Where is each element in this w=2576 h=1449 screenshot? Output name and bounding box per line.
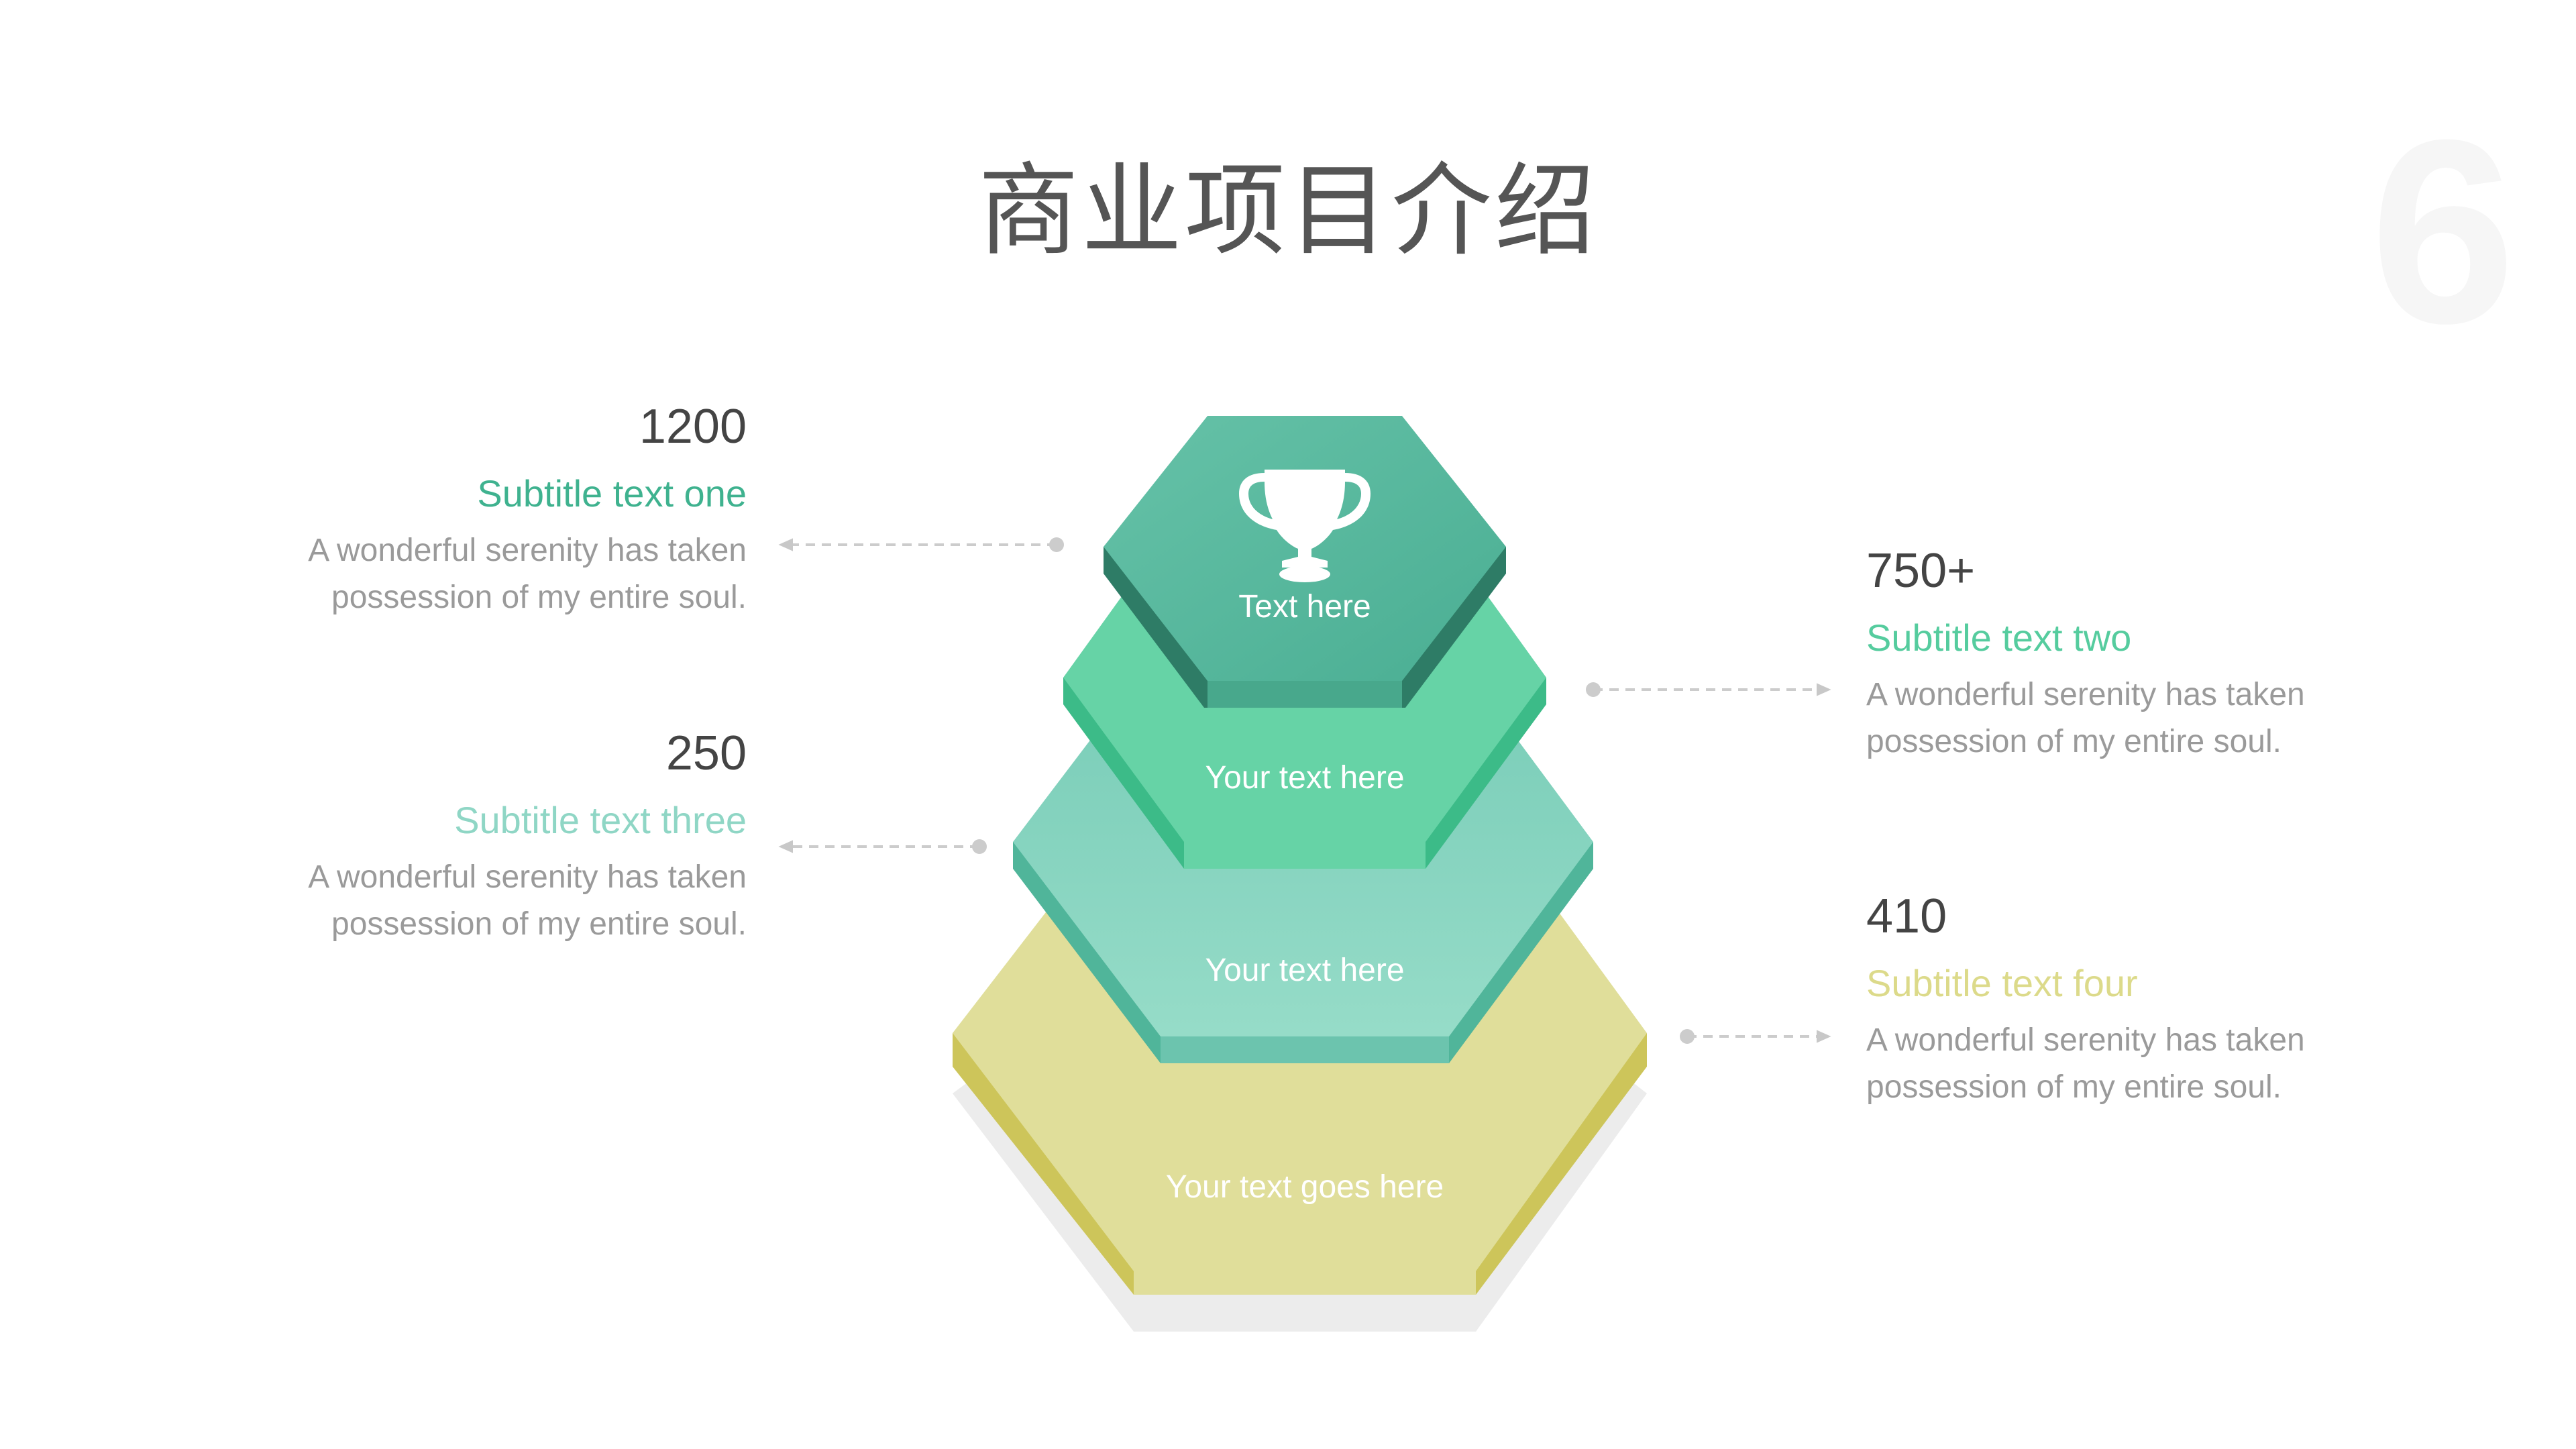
info-subtitle: Subtitle text one: [477, 472, 747, 515]
tier4-front: [1134, 1271, 1476, 1295]
tier3-front: [1161, 1036, 1449, 1063]
info-description-line: possession of my entire soul.: [1866, 724, 2282, 759]
info-number: 1200: [639, 400, 747, 453]
info-description-line: A wonderful serenity has taken: [308, 859, 747, 895]
tier1-label: Text here: [1238, 589, 1371, 625]
info-subtitle: Subtitle text four: [1866, 962, 2138, 1004]
info-description: A wonderful serenity has taken possessio…: [1866, 1017, 2470, 1111]
connector-one: [778, 537, 1064, 552]
info-number: 410: [1866, 890, 1947, 943]
info-number: 250: [665, 727, 747, 780]
page-number: 6: [2370, 85, 2516, 378]
info-description-line: possession of my entire soul.: [331, 580, 747, 615]
tier3-label: Your text here: [1205, 953, 1404, 988]
info-block-four: 410 Subtitle text four A wonderful seren…: [1866, 892, 2470, 1111]
info-description-line: A wonderful serenity has taken: [308, 533, 747, 568]
connector-four: [1680, 1029, 1831, 1044]
info-description-line: possession of my entire soul.: [1866, 1069, 2282, 1105]
info-description-line: A wonderful serenity has taken: [1866, 1022, 2305, 1058]
tier2-front: [1184, 842, 1426, 869]
info-description-line: A wonderful serenity has taken: [1866, 677, 2305, 712]
connector-three: [778, 839, 987, 854]
tier1-front: [1208, 681, 1402, 708]
tier4-label: Your text goes here: [1166, 1169, 1444, 1205]
info-block-three: 250 Subtitle text three A wonderful sere…: [143, 729, 747, 948]
page-title: 商业项目介绍: [977, 153, 1598, 270]
info-description: A wonderful serenity has taken possessio…: [143, 527, 747, 621]
trophy-icon: [1239, 470, 1371, 582]
info-description: A wonderful serenity has taken possessio…: [1866, 672, 2470, 765]
info-description-line: possession of my entire soul.: [331, 906, 747, 942]
connector-two: [1586, 682, 1831, 697]
info-subtitle: Subtitle text two: [1866, 616, 2132, 659]
info-block-one: 1200 Subtitle text one A wonderful seren…: [143, 402, 747, 621]
tier2-label: Your text here: [1205, 760, 1404, 796]
info-subtitle: Subtitle text three: [454, 799, 747, 841]
info-description: A wonderful serenity has taken possessio…: [143, 854, 747, 948]
info-number: 750+: [1866, 544, 1976, 598]
info-block-two: 750+ Subtitle text two A wonderful seren…: [1866, 547, 2470, 765]
